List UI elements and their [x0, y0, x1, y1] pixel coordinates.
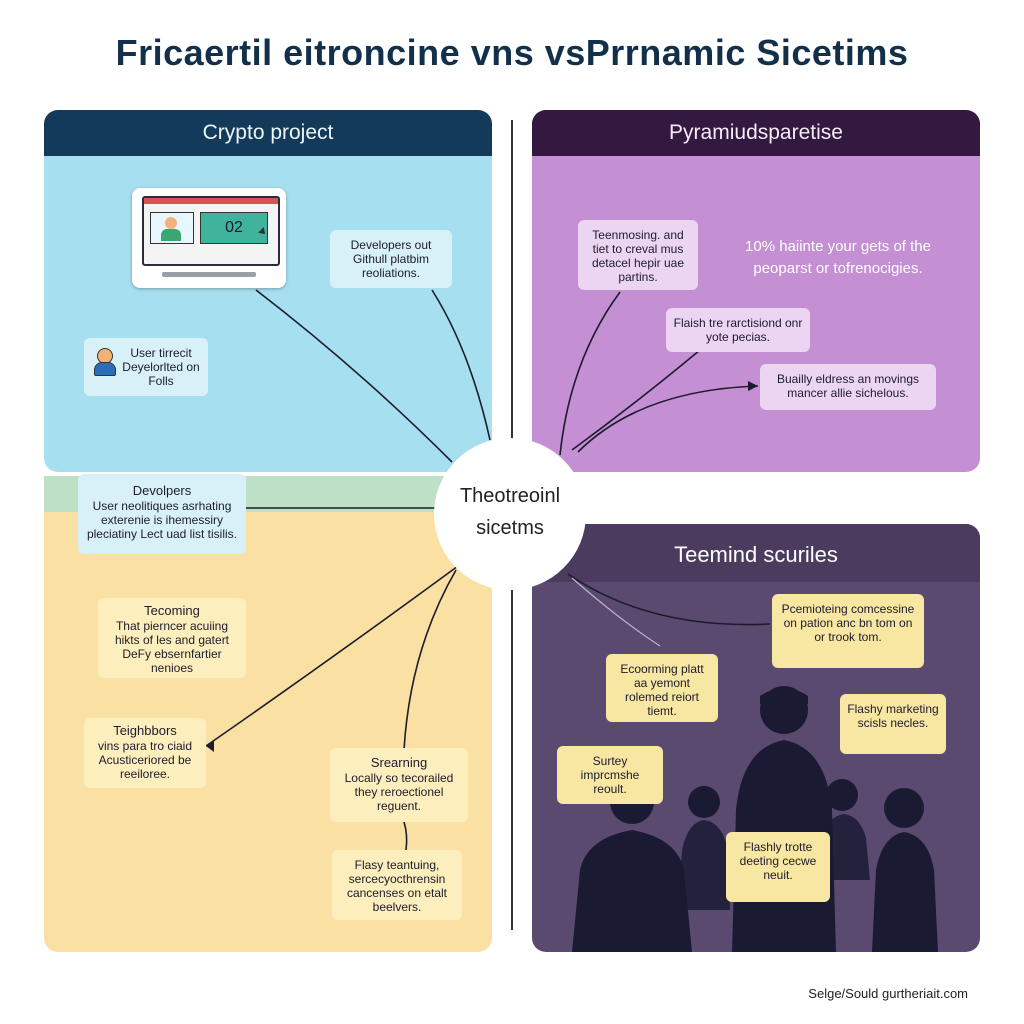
pyramid-percent-text: 10% haiinte your gets of the peoparst or… — [745, 238, 931, 277]
crypto-panel: Crypto project — [44, 110, 492, 472]
box-srearning-text: Locally so tecorailed they reroectionel … — [344, 771, 454, 813]
screen-counter: 02 — [200, 212, 268, 244]
box-flasy: Flasy teantuing, sercecyocthrensin cance… — [332, 850, 462, 920]
note-flashy-marketing: Flashy marketing scisls necles. — [840, 694, 946, 754]
box-user-developed: User tirrecit Deyelorlted on Folls — [84, 338, 208, 396]
note-surtey: Surtey imprcmshe reoult. — [557, 746, 663, 804]
box-tecoming: Tecoming That pierncer acuiing hikts of … — [98, 598, 246, 678]
box-teighbbors-heading: Teighbbors — [113, 723, 177, 738]
box-srearning: Srearning Locally so tecorailed they rer… — [330, 748, 468, 822]
pyramid-panel-header: Pyramiudsparetise — [532, 110, 980, 156]
box-teenmosing: Teenmosing. and tiet to creval mus detac… — [578, 220, 698, 290]
box-flaish: Flaish tre rarctisiond onr yote pecias. — [666, 308, 810, 352]
box-devolpers: Devolpers User neolitiques asrhating ext… — [78, 474, 246, 554]
team-panel-header: Teemind scuriles — [532, 524, 980, 582]
box-tecoming-text: That pierncer acuiing hikts of les and g… — [114, 619, 230, 675]
crypto-panel-header: Crypto project — [44, 110, 492, 156]
avatar-icon — [150, 212, 194, 244]
pyramid-panel: Pyramiudsparetise — [532, 110, 980, 472]
user-avatar-icon — [94, 348, 116, 376]
browser-screen: 02 — [142, 196, 280, 266]
box-user-developed-text: User tirrecit Deyelorlted on Folls — [122, 346, 200, 388]
center-label-line2: sicetms — [476, 517, 544, 539]
box-buailly: Buailly eldress an movings mancer allie … — [760, 364, 936, 410]
box-developers-github: Developers out Githull platbim reoliatio… — [330, 230, 452, 288]
note-ecoorming: Ecoorming platt aa yemont rolemed reiort… — [606, 654, 718, 722]
note-flashly: Flashly trotte deeting cecwe neuit. — [726, 832, 830, 902]
browser-titlebar — [144, 198, 278, 204]
box-devolpers-text: User neolitiques asrhating exterenie is … — [86, 499, 238, 541]
box-srearning-heading: Srearning — [370, 755, 428, 770]
box-tecoming-heading: Tecoming — [144, 603, 200, 618]
box-devolpers-heading: Devolpers — [132, 483, 192, 498]
vertical-divider-top — [511, 120, 513, 440]
note-pcemioteing: Pcemioteing comcessine on pation anc bn … — [772, 594, 924, 668]
screen-stand-bar — [162, 272, 256, 277]
page-title: Fricaertil eitroncine vns vsPrrnamic Sic… — [115, 32, 909, 73]
box-teighbbors-text: vins para tro ciaid Acusticeriored be re… — [97, 739, 193, 781]
center-label-line1: Theotreoinl — [459, 485, 561, 507]
box-teighbbors: Teighbbors vins para tro ciaid Acusticer… — [84, 718, 206, 788]
center-circle: Theotreoinl sicetms — [434, 438, 586, 590]
browser-window-illustration: 02 — [132, 188, 286, 288]
vertical-divider-bottom — [511, 590, 513, 930]
footer-credit: Selge/Sould gurtheriait.com — [808, 986, 968, 1001]
